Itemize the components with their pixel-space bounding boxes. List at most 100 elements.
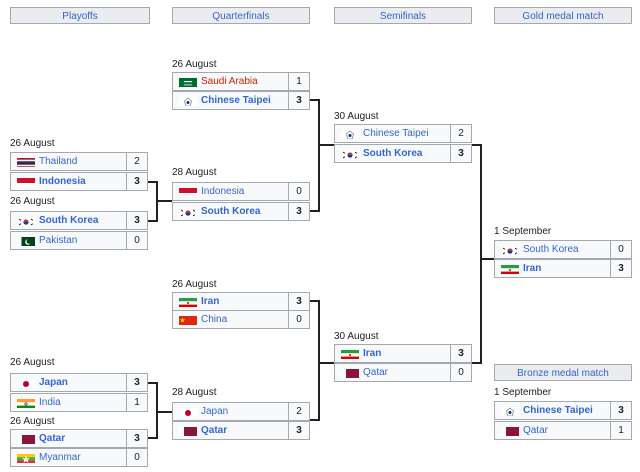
saudi-arabia-flag-icon — [179, 77, 197, 87]
team-score: 1 — [610, 422, 631, 439]
team-link[interactable]: Chinese Taipei — [363, 128, 429, 139]
qatar-flag-icon — [17, 434, 35, 444]
team-score: 3 — [288, 293, 309, 310]
match-date: 26 August — [10, 416, 55, 427]
team-score: 3 — [610, 402, 631, 419]
qatar-flag-icon — [501, 426, 519, 436]
team-score: 0 — [610, 241, 631, 258]
match-date: 26 August — [10, 196, 55, 207]
team-row: Iran 3 — [494, 259, 632, 278]
team-link[interactable]: South Korea — [39, 215, 99, 226]
team-row: China 0 — [172, 310, 310, 329]
team-link[interactable]: Chinese Taipei — [523, 405, 593, 416]
team-score: 1 — [288, 73, 309, 90]
match-date: 28 August — [172, 167, 217, 178]
team-link[interactable]: Japan — [201, 406, 229, 417]
match-date: 1 September — [494, 387, 552, 398]
team-row: Iran 3 — [172, 292, 310, 311]
team-row: Japan 3 — [10, 373, 148, 392]
qatar-flag-icon — [341, 368, 359, 378]
indonesia-flag-icon — [179, 187, 197, 197]
team-row: Japan 2 — [172, 402, 310, 421]
team-score: 0 — [126, 232, 147, 249]
team-score: 3 — [126, 430, 147, 447]
japan-flag-icon — [179, 407, 197, 417]
indonesia-flag-icon — [17, 177, 35, 187]
team-link[interactable]: Iran — [363, 348, 382, 359]
match-date: 26 August — [10, 357, 55, 368]
iran-flag-icon — [501, 264, 519, 274]
team-score: 0 — [450, 364, 471, 381]
team-row: South Korea 0 — [494, 240, 632, 259]
team-link[interactable]: Thailand — [39, 156, 78, 167]
qatar-flag-icon — [179, 426, 197, 436]
south-korea-flag-icon — [17, 216, 35, 226]
team-row: Thailand 2 — [10, 152, 148, 171]
team-link[interactable]: Pakistan — [39, 235, 78, 246]
match-date: 26 August — [172, 59, 217, 70]
team-score: 3 — [450, 345, 471, 362]
team-score: 0 — [288, 183, 309, 200]
header-semifinals: Semifinals — [334, 7, 472, 24]
team-link[interactable]: Qatar — [363, 367, 389, 378]
south-korea-flag-icon — [341, 149, 359, 159]
team-row: Qatar 1 — [494, 421, 632, 440]
team-row: South Korea 3 — [172, 202, 310, 221]
header-quarterfinals: Quarterfinals — [172, 7, 310, 24]
team-link[interactable]: Indonesia — [39, 176, 86, 187]
team-link[interactable]: Iran — [201, 296, 220, 307]
header-gold-medal-match: Gold medal match — [494, 7, 632, 24]
team-row: Chinese Taipei 2 — [334, 124, 472, 143]
team-row: South Korea 3 — [10, 211, 148, 230]
team-row: Chinese Taipei 3 — [172, 91, 310, 110]
team-link[interactable]: Qatar — [201, 425, 228, 436]
team-link[interactable]: Indonesia — [201, 186, 245, 197]
team-row: Indonesia 0 — [172, 182, 310, 201]
iran-flag-icon — [341, 349, 359, 359]
team-score: 0 — [126, 449, 147, 466]
team-score: 3 — [126, 374, 147, 391]
team-link[interactable]: China — [201, 314, 228, 325]
match-date: 28 August — [172, 387, 217, 398]
chinese-taipei-flag-icon — [501, 406, 519, 416]
team-link[interactable]: Saudi Arabia — [201, 76, 258, 87]
pakistan-flag-icon — [17, 236, 35, 246]
team-score: 3 — [126, 173, 147, 190]
team-link[interactable]: South Korea — [363, 148, 423, 159]
south-korea-flag-icon — [501, 245, 519, 255]
japan-flag-icon — [17, 378, 35, 388]
team-score: 3 — [610, 260, 631, 277]
team-link[interactable]: Japan — [39, 377, 68, 388]
match-date: 26 August — [172, 279, 217, 290]
team-row: Qatar 3 — [172, 421, 310, 440]
team-score: 2 — [288, 403, 309, 420]
chinese-taipei-flag-icon — [341, 129, 359, 139]
team-row: South Korea 3 — [334, 144, 472, 163]
match-date: 30 August — [334, 331, 379, 342]
iran-flag-icon — [179, 297, 197, 307]
team-row: Indonesia 3 — [10, 172, 148, 191]
team-score: 2 — [450, 125, 471, 142]
chinese-taipei-flag-icon — [179, 96, 197, 106]
team-link[interactable]: Qatar — [523, 425, 549, 436]
india-flag-icon — [17, 398, 35, 408]
team-link[interactable]: Qatar — [39, 433, 66, 444]
team-score: 2 — [126, 153, 147, 170]
team-link[interactable]: Iran — [523, 263, 542, 274]
team-link[interactable]: South Korea — [201, 206, 261, 217]
team-row: Iran 3 — [334, 344, 472, 363]
team-row: Saudi Arabia 1 — [172, 72, 310, 91]
team-row: Myanmar 0 — [10, 448, 148, 467]
south-korea-flag-icon — [179, 207, 197, 217]
team-link[interactable]: Myanmar — [39, 452, 81, 463]
team-score: 0 — [288, 311, 309, 328]
team-link[interactable]: India — [39, 397, 61, 408]
team-link[interactable]: Chinese Taipei — [201, 95, 271, 106]
team-row: Qatar 3 — [10, 429, 148, 448]
team-score: 3 — [288, 92, 309, 109]
team-link[interactable]: South Korea — [523, 244, 579, 255]
thailand-flag-icon — [17, 157, 35, 167]
match-date: 30 August — [334, 111, 379, 122]
team-row: Chinese Taipei 3 — [494, 401, 632, 420]
